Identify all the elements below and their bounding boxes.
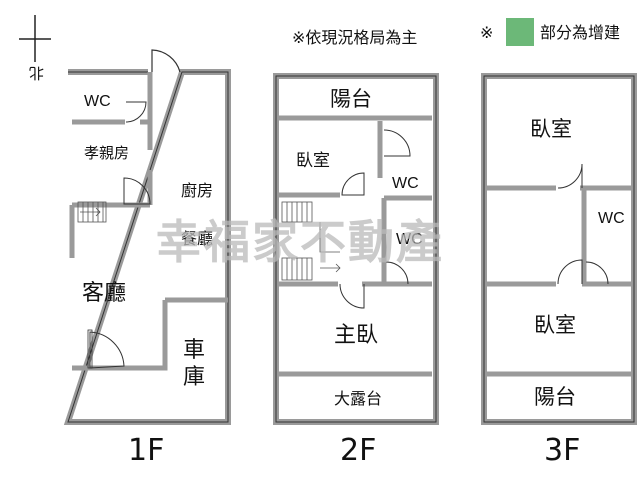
room-label-bedroom-top: 臥室 <box>530 117 572 141</box>
room-label-garage-1: 車 <box>183 338 205 363</box>
floor-3f: 臥室 WC 臥室 陽台 3F <box>481 73 637 468</box>
layout-note: ※依現況格局為主 <box>292 28 417 47</box>
room-label-living: 客廳 <box>82 281 126 306</box>
north-arrow-icon: 北 <box>19 15 51 82</box>
legend-text: 部分為增建 <box>540 23 620 42</box>
room-label-master: 主臥 <box>334 323 378 348</box>
stairs-1f <box>77 201 107 223</box>
room-label-balcony: 陽台 <box>534 385 576 409</box>
room-label-terrace: 大露台 <box>334 389 382 408</box>
floor-2f: 陽台 臥室 WC WC 主臥 大露台 2F <box>273 73 439 468</box>
room-label-balcony: 陽台 <box>330 87 372 111</box>
stairs-2f <box>281 201 341 281</box>
compass-label: 北 <box>29 64 44 82</box>
room-label-wc: WC <box>598 210 625 227</box>
room-label-wc: WC <box>84 93 111 110</box>
room-label-bedroom-bottom: 臥室 <box>534 313 576 337</box>
watermark: 幸福家不動產 <box>156 215 444 269</box>
extension-swatch <box>506 18 534 46</box>
room-label-dining: 餐廳 <box>181 229 213 248</box>
room-label-wc-b: WC <box>396 231 423 248</box>
floor-label-1f: 1F <box>128 433 164 468</box>
legend-mark: ※ <box>480 23 493 42</box>
legend: ※ 部分為增建 <box>480 18 620 46</box>
room-label-wc-a: WC <box>392 175 419 192</box>
room-label-kitchen: 廚房 <box>181 181 213 200</box>
room-label-garage-2: 庫 <box>183 365 205 390</box>
room-label-bedroom: 臥室 <box>296 151 330 171</box>
floor-label-3f: 3F <box>544 433 580 468</box>
floor-1f: WC 孝親房 廚房 餐廳 客廳 車 庫 1F <box>63 49 231 468</box>
room-label-parent-room: 孝親房 <box>84 144 129 162</box>
floor-label-2f: 2F <box>340 433 376 468</box>
